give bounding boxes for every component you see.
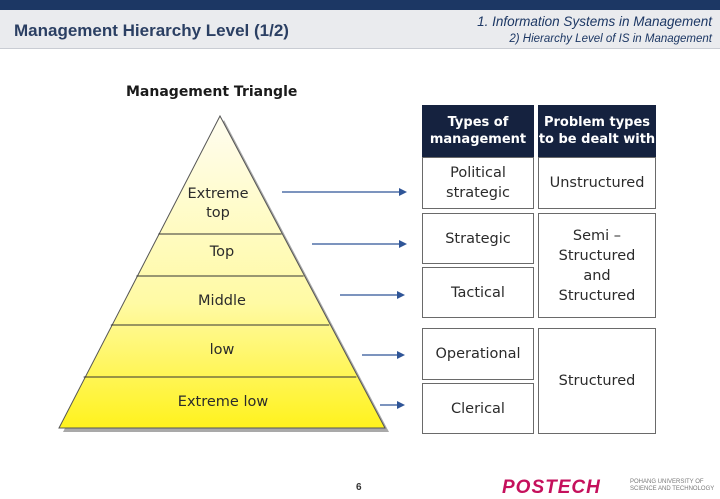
type-clerical: Clerical bbox=[422, 383, 534, 434]
subsection-subtitle: 2) Hierarchy Level of IS in Management bbox=[509, 33, 712, 45]
slide-header: Management Hierarchy Level (1/2) 1. Info… bbox=[0, 10, 720, 49]
postech-logo: POSTECH bbox=[502, 477, 601, 498]
header-types-of-management: Types of management bbox=[422, 105, 534, 157]
problem-semi-structured: Semi – Structured and Structured bbox=[538, 213, 656, 318]
problem-structured: Structured bbox=[538, 328, 656, 434]
problem-unstructured: Unstructured bbox=[538, 157, 656, 209]
slide-title: Management Hierarchy Level (1/2) bbox=[14, 21, 289, 40]
level-low: low bbox=[209, 342, 235, 358]
top-accent-bar bbox=[0, 0, 720, 10]
level-middle: Middle bbox=[198, 293, 246, 309]
type-strategic: Strategic bbox=[422, 213, 534, 264]
level-extreme-top: Extreme top bbox=[187, 186, 249, 221]
type-tactical: Tactical bbox=[422, 267, 534, 318]
section-subtitle: 1. Information Systems in Management bbox=[477, 14, 712, 29]
postech-logo-subtitle: POHANG UNIVERSITY OF SCIENCE AND TECHNOL… bbox=[630, 479, 715, 492]
level-extreme-low: Extreme low bbox=[177, 394, 269, 410]
header-problem-types: Problem types to be dealt with bbox=[538, 105, 656, 157]
triangle-body bbox=[58, 114, 386, 429]
page-number: 6 bbox=[356, 482, 362, 493]
triangle-title: Management Triangle bbox=[126, 84, 298, 100]
level-top: Top bbox=[209, 244, 235, 260]
type-operational: Operational bbox=[422, 328, 534, 380]
type-political-strategic: Political strategic bbox=[422, 157, 534, 209]
